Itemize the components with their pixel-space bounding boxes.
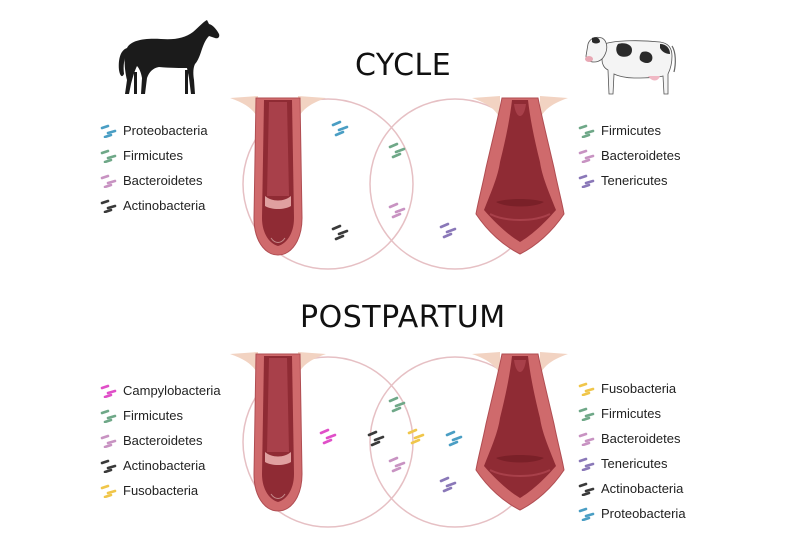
legend-item: Firmicutes bbox=[100, 403, 221, 428]
bacteria-icon bbox=[578, 457, 595, 471]
bacteria-icon bbox=[100, 459, 117, 473]
legend-item: Fusobacteria bbox=[100, 478, 221, 503]
legend-item: Bacteroidetes bbox=[578, 426, 686, 451]
legend-item: Firmicutes bbox=[578, 118, 681, 143]
legend-item: Fusobacteria bbox=[578, 376, 686, 401]
bacteria-cluster-actinobacteria bbox=[367, 430, 385, 447]
bacteria-icon bbox=[100, 384, 117, 398]
legend-label: Firmicutes bbox=[123, 148, 183, 163]
legend-item: Bacteroidetes bbox=[578, 143, 681, 168]
legend-label: Bacteroidetes bbox=[123, 173, 203, 188]
bacteria-icon bbox=[578, 174, 595, 188]
legend-label: Bacteroidetes bbox=[123, 433, 203, 448]
legend-item: Proteobacteria bbox=[100, 118, 208, 143]
bacteria-icon bbox=[578, 432, 595, 446]
legend-item: Tenericutes bbox=[578, 451, 686, 476]
bacteria-cluster-proteobacteria bbox=[331, 120, 349, 137]
cycle-title: CYCLE bbox=[355, 48, 452, 83]
legend-label: Fusobacteria bbox=[123, 483, 199, 498]
bacteria-icon bbox=[100, 124, 117, 138]
legend-item: Actinobacteria bbox=[100, 193, 208, 218]
legend-label: Tenericutes bbox=[601, 456, 668, 471]
legend-item: Firmicutes bbox=[100, 143, 208, 168]
bacteria-cluster-fusobacteria bbox=[407, 428, 425, 445]
legend-label: Actinobacteria bbox=[123, 458, 206, 473]
legend-item: Proteobacteria bbox=[578, 501, 686, 526]
bacteria-icon bbox=[100, 199, 117, 213]
legend-label: Bacteroidetes bbox=[601, 431, 681, 446]
legend-label: Firmicutes bbox=[123, 408, 183, 423]
bacteria-icon bbox=[578, 407, 595, 421]
legend-label: Firmicutes bbox=[601, 406, 661, 421]
legend-label: Actinobacteria bbox=[123, 198, 206, 213]
bacteria-icon bbox=[578, 482, 595, 496]
legend-item: Bacteroidetes bbox=[100, 168, 208, 193]
horse-silhouette-icon bbox=[118, 20, 220, 94]
bacteria-icon bbox=[100, 409, 117, 423]
bacteria-icon bbox=[100, 484, 117, 498]
legend-item: Campylobacteria bbox=[100, 378, 221, 403]
bacteria-icon bbox=[578, 382, 595, 396]
legend-label: Fusobacteria bbox=[601, 381, 677, 396]
legend-item: Tenericutes bbox=[578, 168, 681, 193]
legend-label: Firmicutes bbox=[601, 123, 661, 138]
legend-label: Bacteroidetes bbox=[601, 148, 681, 163]
postpartum-title: POSTPARTUM bbox=[300, 300, 506, 335]
bacteria-cluster-firmicutes bbox=[388, 396, 406, 413]
legend-item: Actinobacteria bbox=[578, 476, 686, 501]
bacteria-cluster-firmicutes bbox=[388, 142, 406, 159]
bacteria-icon bbox=[100, 434, 117, 448]
bacteria-cluster-actinobacteria bbox=[331, 224, 349, 241]
bacteria-icon bbox=[100, 174, 117, 188]
legend-label: Actinobacteria bbox=[601, 481, 684, 496]
legend-label: Proteobacteria bbox=[123, 123, 208, 138]
legend-label: Proteobacteria bbox=[601, 506, 686, 521]
bacteria-icon bbox=[578, 149, 595, 163]
legend-label: Tenericutes bbox=[601, 173, 668, 188]
legend-item: Firmicutes bbox=[578, 401, 686, 426]
bacteria-icon bbox=[100, 149, 117, 163]
bacteria-cluster-bacteroidetes bbox=[388, 456, 406, 473]
legend-label: Campylobacteria bbox=[123, 383, 221, 398]
bacteria-icon bbox=[578, 124, 595, 138]
bacteria-cluster-campylobacteria bbox=[319, 428, 337, 445]
legend-item: Bacteroidetes bbox=[100, 428, 221, 453]
cow-icon bbox=[585, 36, 676, 95]
bacteria-cluster-bacteroidetes bbox=[388, 202, 406, 219]
legend-item: Actinobacteria bbox=[100, 453, 221, 478]
bacteria-cluster-tenericutes bbox=[439, 476, 457, 493]
bacteria-cluster-proteobacteria bbox=[445, 430, 463, 447]
bacteria-cluster-tenericutes bbox=[439, 222, 457, 239]
bacteria-icon bbox=[578, 507, 595, 521]
